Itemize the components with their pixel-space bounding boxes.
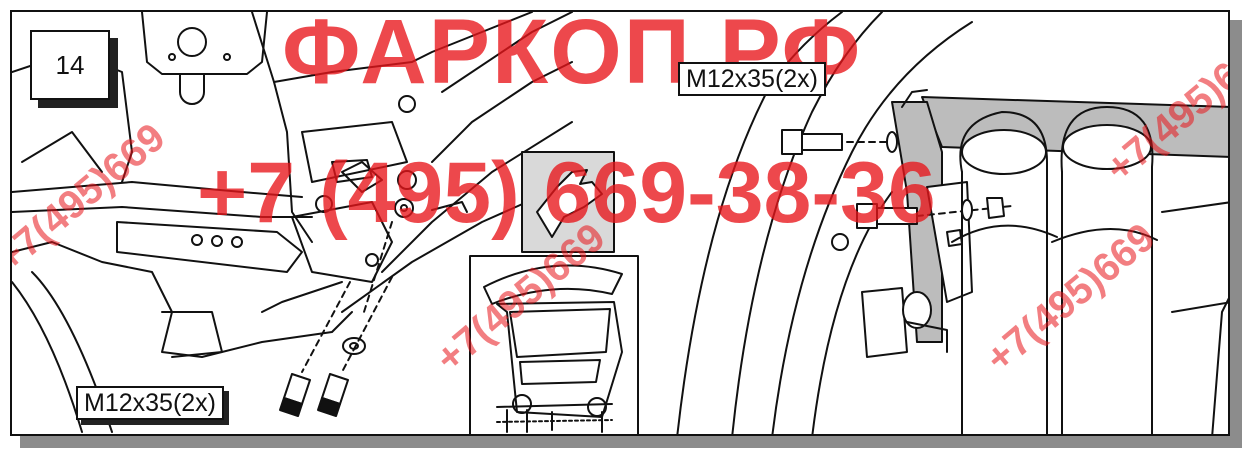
diagram-frame: ФАРКОП.РФ +7 (495) 669-38-36 +7(495)669 … — [10, 10, 1230, 436]
step-number-box: 14 — [30, 30, 118, 108]
watermark-phone: +7 (495) 669-38-36 — [197, 145, 936, 241]
left-underbody-drawing — [12, 12, 573, 433]
step-number: 14 — [30, 30, 110, 100]
right-bracket-drawing — [676, 12, 1228, 434]
glove-icon-drawing — [521, 151, 615, 253]
car-inset-drawing — [469, 255, 639, 434]
bolt-label-right: M12x35(2x) — [678, 62, 826, 96]
line-art — [12, 12, 1228, 434]
bolt-label-left: M12x35(2x) — [76, 386, 224, 420]
